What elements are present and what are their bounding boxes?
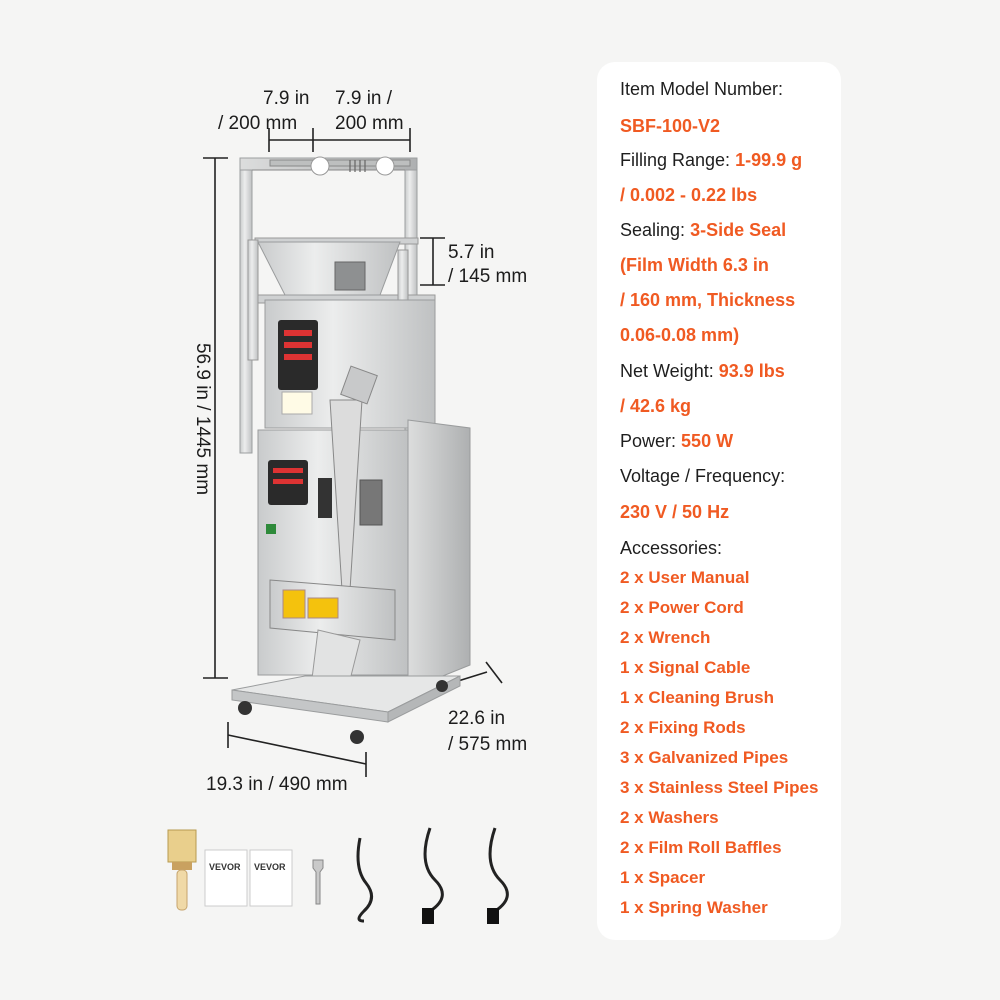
filling-value-2: / 0.002 - 0.22 lbs [620, 185, 758, 205]
accessory-item: 2 x Washers [620, 808, 719, 827]
accessory-item: 1 x Signal Cable [620, 658, 751, 677]
accessory-item: 1 x Spring Washer [620, 898, 768, 917]
accessory-item: 3 x Galvanized Pipes [620, 748, 789, 767]
cleaning-brush-icon [167, 829, 197, 911]
power-cord-icon [423, 827, 444, 915]
accessories-illustration: VEVOR VEVOR [167, 827, 509, 924]
sealing-value: 3-Side Seal [690, 220, 787, 240]
depth-mm-label: / 575 mm [448, 734, 528, 755]
accessory-item: 1 x Spacer [620, 868, 706, 887]
signal-cable-icon [356, 837, 373, 923]
top-right-width-label: 7.9 in / [335, 88, 393, 109]
filling-value: 1-99.9 g [735, 150, 803, 170]
power-cord-icon-2 [488, 827, 509, 915]
weight-value: 93.9 lbs [718, 361, 785, 381]
hopper-height-mm-label: / 145 mm [448, 266, 528, 287]
filling-label: Filling Range: [620, 150, 731, 170]
voltage-value: 230 V / 50 Hz [620, 502, 730, 522]
weight-value-2: / 42.6 kg [620, 396, 692, 416]
svg-text:VEVOR: VEVOR [209, 862, 241, 872]
top-right-width-mm-label: 200 mm [335, 113, 404, 134]
sealing-value-3: / 160 mm, Thickness [620, 290, 796, 310]
weight-label: Net Weight: [620, 361, 714, 381]
wrench-icon [312, 859, 324, 905]
filling-row: Filling Range: 1-99.9 g [620, 148, 802, 172]
top-left-width-mm-label: / 200 mm [218, 113, 298, 134]
width-label: 19.3 in / 490 mm [206, 774, 348, 795]
accessory-item: 2 x Wrench [620, 628, 711, 647]
sealing-row: Sealing: 3-Side Seal [620, 218, 786, 242]
user-manual-icon: VEVOR VEVOR [204, 849, 293, 907]
sealing-value-2: (Film Width 6.3 in [620, 255, 769, 275]
model-value: SBF-100-V2 [620, 116, 721, 136]
weight-row: Net Weight: 93.9 lbs [620, 359, 785, 383]
accessory-item: 2 x Film Roll Baffles [620, 838, 782, 857]
accessory-item: 2 x User Manual [620, 568, 750, 587]
accessory-item: 3 x Stainless Steel Pipes [620, 778, 819, 797]
accessory-item: 2 x Power Cord [620, 598, 744, 617]
accessories-label: Accessories: [620, 538, 723, 558]
accessory-item: 2 x Fixing Rods [620, 718, 746, 737]
total-height-label: 56.9 in / 1445 mm [192, 342, 213, 496]
power-value: 550 W [681, 431, 734, 451]
sealing-label: Sealing: [620, 220, 686, 240]
sealing-value-4: 0.06-0.08 mm) [620, 325, 740, 345]
voltage-label: Voltage / Frequency: [620, 466, 786, 486]
power-row: Power: 550 W [620, 429, 733, 453]
svg-text:VEVOR: VEVOR [254, 862, 286, 872]
top-left-width-label: 7.9 in [263, 88, 310, 109]
hopper-height-label: 5.7 in [448, 242, 495, 263]
spec-card: Item Model Number: SBF-100-V2 Filling Ra… [597, 62, 841, 940]
model-label: Item Model Number: [620, 79, 784, 99]
accessory-item: 1 x Cleaning Brush [620, 688, 774, 707]
depth-label: 22.6 in [448, 708, 506, 729]
power-label: Power: [620, 431, 677, 451]
